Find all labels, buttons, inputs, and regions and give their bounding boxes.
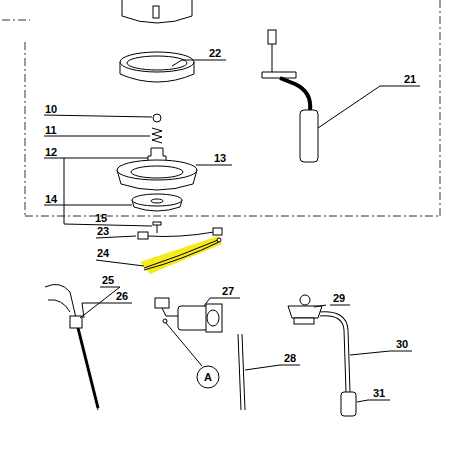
group-frame [2, 0, 440, 216]
callout-number: 14 [45, 193, 57, 205]
callout-number: 12 [45, 146, 57, 158]
callout-number: 21 [404, 73, 416, 85]
callout-number: 24 [97, 247, 109, 259]
callout-number: 31 [373, 387, 385, 399]
callout-number: 29 [333, 292, 345, 304]
callout-number: 10 [45, 103, 57, 115]
callout-number: 23 [97, 225, 109, 237]
callout-number: 25 [102, 274, 114, 286]
callout-number: 27 [222, 285, 234, 297]
callout-number: 15 [95, 212, 107, 224]
callout-number: 28 [284, 352, 296, 364]
callout-number: 22 [209, 47, 221, 59]
reference-circle: A [196, 365, 220, 389]
reference-letter: A [204, 371, 212, 383]
callout-number: 13 [214, 152, 226, 164]
callout-number: 26 [116, 290, 128, 302]
callout-number: 30 [396, 338, 408, 350]
leader-lines [44, 60, 420, 402]
callout-number: 11 [45, 124, 57, 136]
